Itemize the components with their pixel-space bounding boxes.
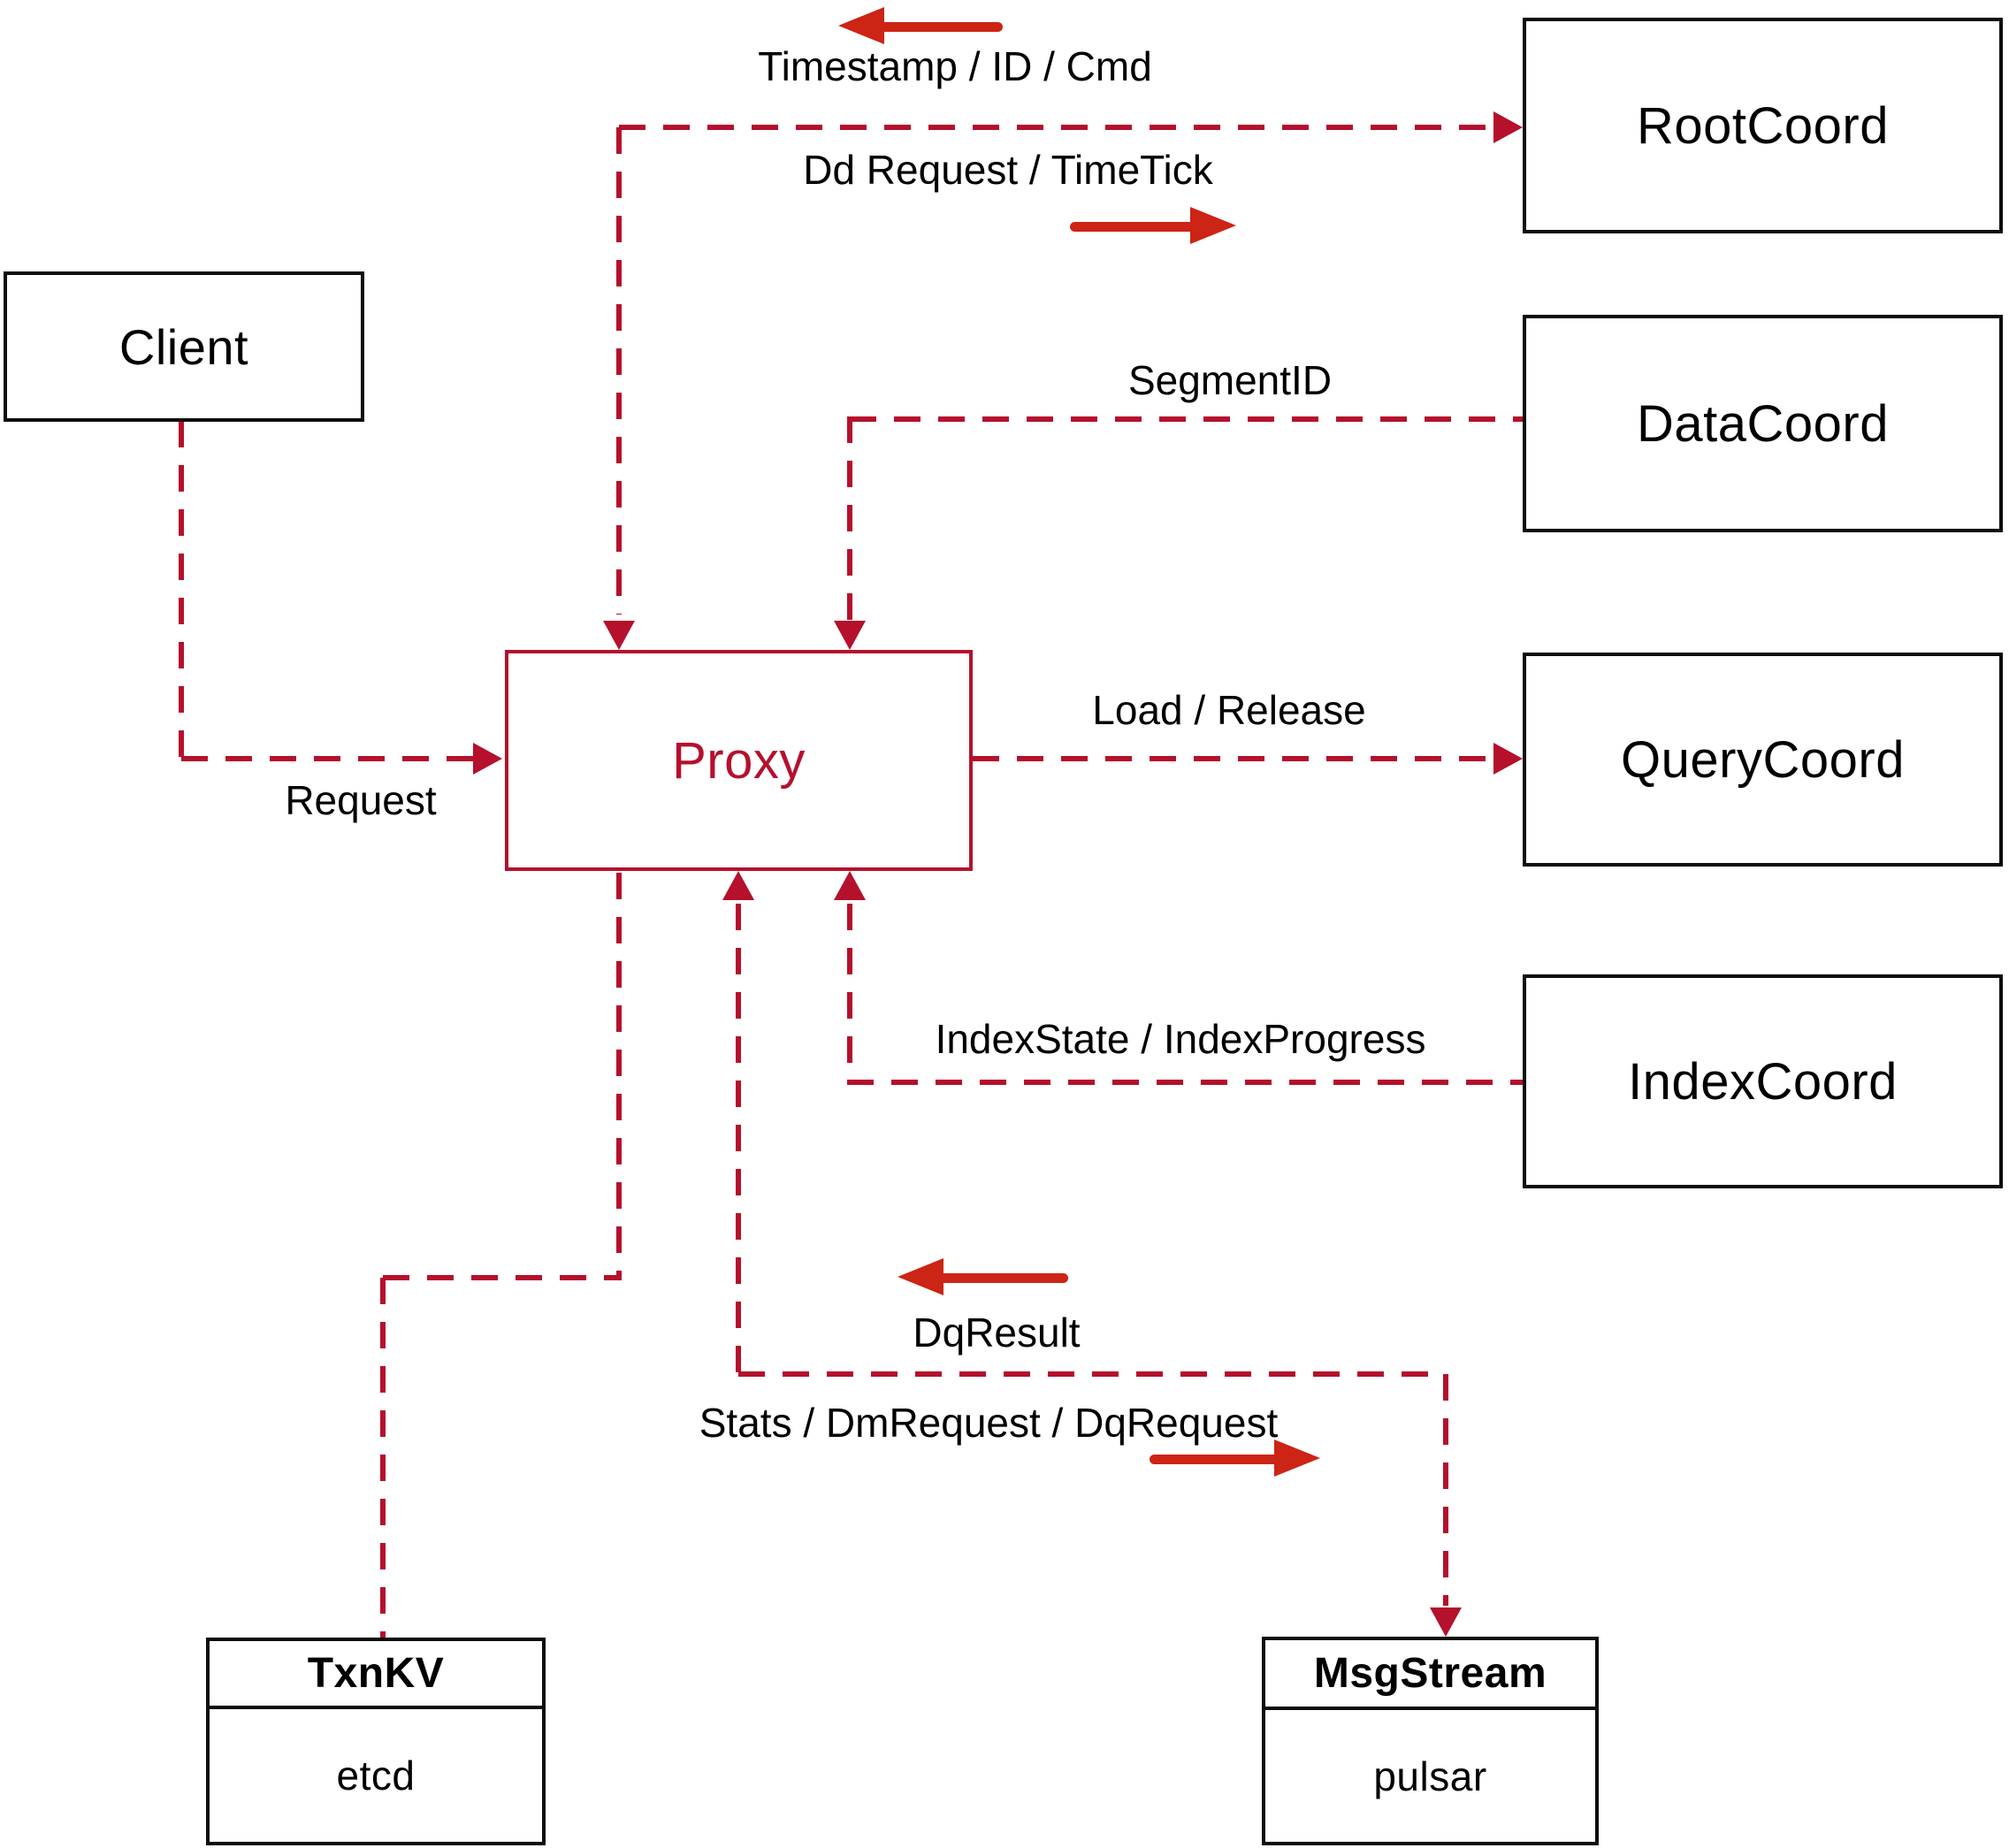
arrow-head [898,1258,943,1295]
node-proxy-label: Proxy [672,731,806,790]
right-arrow-icon [1150,1439,1320,1478]
node-proxy: Proxy [505,650,973,871]
edge-proxy-msgstream-vertical-1 [736,904,741,1374]
edge-label-timestamp-id-cmd: Timestamp / ID / Cmd [758,43,1152,89]
node-rootcoord-label: RootCoord [1637,96,1889,155]
edge-proxy-txnkv-horizontal [383,1275,622,1280]
node-indexcoord: IndexCoord [1523,974,2003,1188]
edge-datacoord-proxy-horizontal [850,416,1523,422]
edge-proxy-msgstream-vertical-2 [1443,1374,1448,1606]
arrowhead-into-proxy-left [473,743,502,775]
edge-label-load-release: Load / Release [1092,687,1366,733]
node-datacoord: DataCoord [1523,315,2003,532]
node-msgstream-title: MsgStream [1265,1640,1595,1710]
edge-label-dqresult: DqResult [913,1310,1081,1355]
arrowhead-into-proxy-top-left [603,621,635,650]
node-querycoord: QueryCoord [1523,653,2003,867]
arrow-head [838,7,884,44]
arrowhead-into-msgstream [1430,1607,1462,1637]
arrow-head [1190,207,1236,244]
edge-proxy-rootcoord-horizontal [619,125,1490,130]
node-datacoord-label: DataCoord [1637,394,1889,453]
arrowhead-into-querycoord [1493,743,1523,775]
edge-proxy-txnkv-vertical-2 [380,1278,386,1638]
edge-datacoord-proxy-vertical [847,416,852,620]
node-client-label: Client [118,318,249,375]
node-rootcoord: RootCoord [1523,18,2003,233]
edge-proxy-txnkv-vertical-1 [616,873,622,1278]
edge-label-request: Request [285,777,437,823]
edge-proxy-msgstream-horizontal [738,1371,1446,1377]
node-client: Client [4,271,364,422]
arrow-shaft [936,1273,1068,1283]
node-txnkv-subtitle: etcd [336,1753,416,1798]
node-indexcoord-label: IndexCoord [1628,1052,1898,1111]
arrowhead-into-proxy-top-right [834,621,866,650]
edge-label-indexstate-progress: IndexState / IndexProgress [935,1016,1426,1062]
edge-proxy-rootcoord-vertical [616,127,622,615]
edge-label-stats-dm-dq: Stats / DmRequest / DqRequest [699,1400,1279,1446]
edge-label-segmentid: SegmentID [1127,357,1333,403]
edge-indexcoord-proxy-vertical [847,904,852,1080]
left-arrow-icon [838,7,1003,46]
node-txnkv-title: TxnKV [210,1641,542,1709]
edge-label-dd-request-timetick: Dd Request / TimeTick [803,147,1213,193]
arrowhead-into-proxy-bottom-right [834,871,866,900]
left-arrow-icon [898,1258,1068,1297]
arrow-shaft [1150,1455,1281,1464]
node-querycoord-label: QueryCoord [1621,730,1905,789]
arrow-shaft [877,22,1003,32]
node-txnkv: TxnKV etcd [206,1638,546,1845]
arrow-head [1274,1439,1320,1477]
arrowhead-into-proxy-bottom-center [722,871,754,900]
edge-indexcoord-proxy-horizontal [847,1080,1523,1085]
node-msgstream-subtitle: pulsar [1373,1753,1487,1799]
edge-proxy-querycoord-horizontal [973,756,1490,761]
edge-client-proxy-horizontal [181,756,473,761]
arrowhead-into-rootcoord [1493,111,1523,143]
node-msgstream: MsgStream pulsar [1262,1637,1599,1845]
arrow-shaft [1070,222,1197,232]
edge-client-proxy-vertical [179,421,184,759]
right-arrow-icon [1070,207,1236,246]
